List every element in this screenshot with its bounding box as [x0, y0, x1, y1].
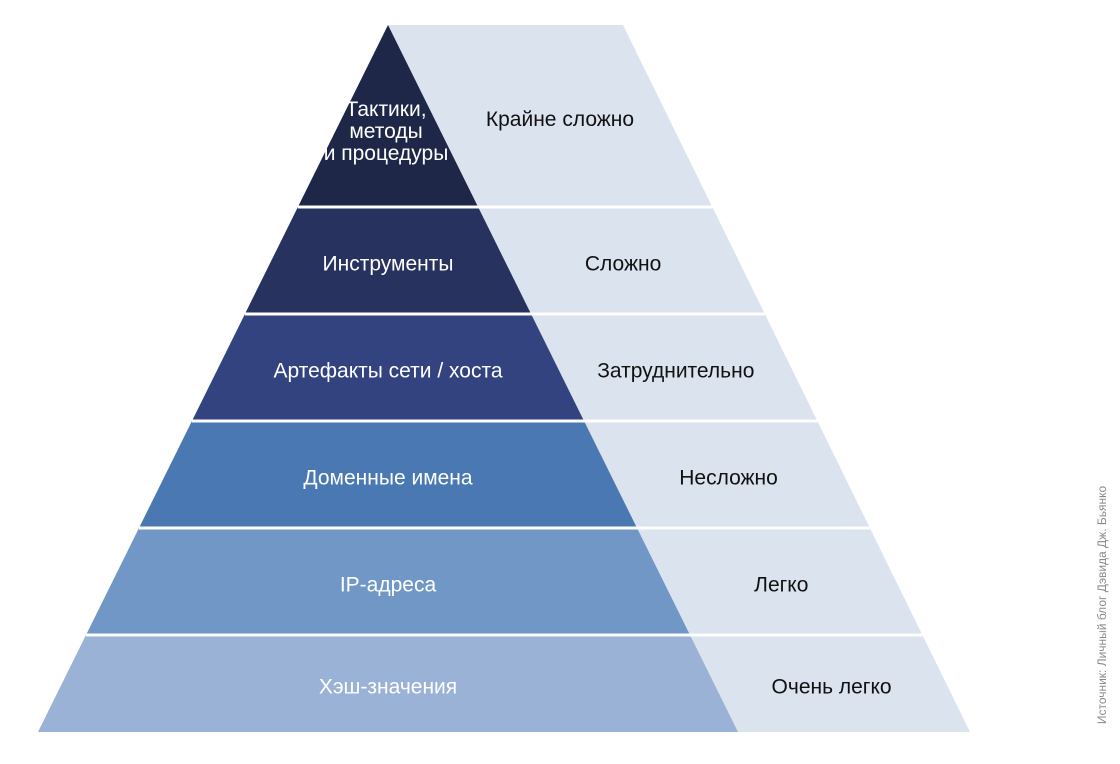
difficulty-label-4: Несложно [679, 467, 778, 490]
pyramid-band-3 [191, 314, 585, 421]
pyramid-band-2 [244, 207, 532, 314]
difficulty-label-6: Очень легко [772, 676, 892, 699]
difficulty-label-3: Затруднительно [597, 360, 754, 383]
level-label-ip-адреса: IP-адреса [340, 574, 437, 597]
pyramid-band-1 [297, 25, 479, 207]
pyramid-band-4 [138, 421, 638, 528]
difficulty-label-1: Крайне сложно [486, 108, 634, 131]
level-label-артефакты-сети-хоста: Артефакты сети / хоста [273, 360, 502, 383]
level-label-хэш-значения: Хэш-значения [319, 676, 457, 699]
difficulty-label-5: Легко [754, 574, 808, 597]
level-label-инструменты: Инструменты [323, 253, 454, 276]
pyramid-band-6 [38, 635, 738, 732]
level-label-доменные-имена: Доменные имена [303, 467, 473, 490]
source-caption: Источник: Личный блог Дэвида Дж. Бьянко [1095, 485, 1109, 725]
difficulty-label-2: Сложно [585, 253, 661, 276]
pyramid-band-5 [86, 528, 690, 635]
